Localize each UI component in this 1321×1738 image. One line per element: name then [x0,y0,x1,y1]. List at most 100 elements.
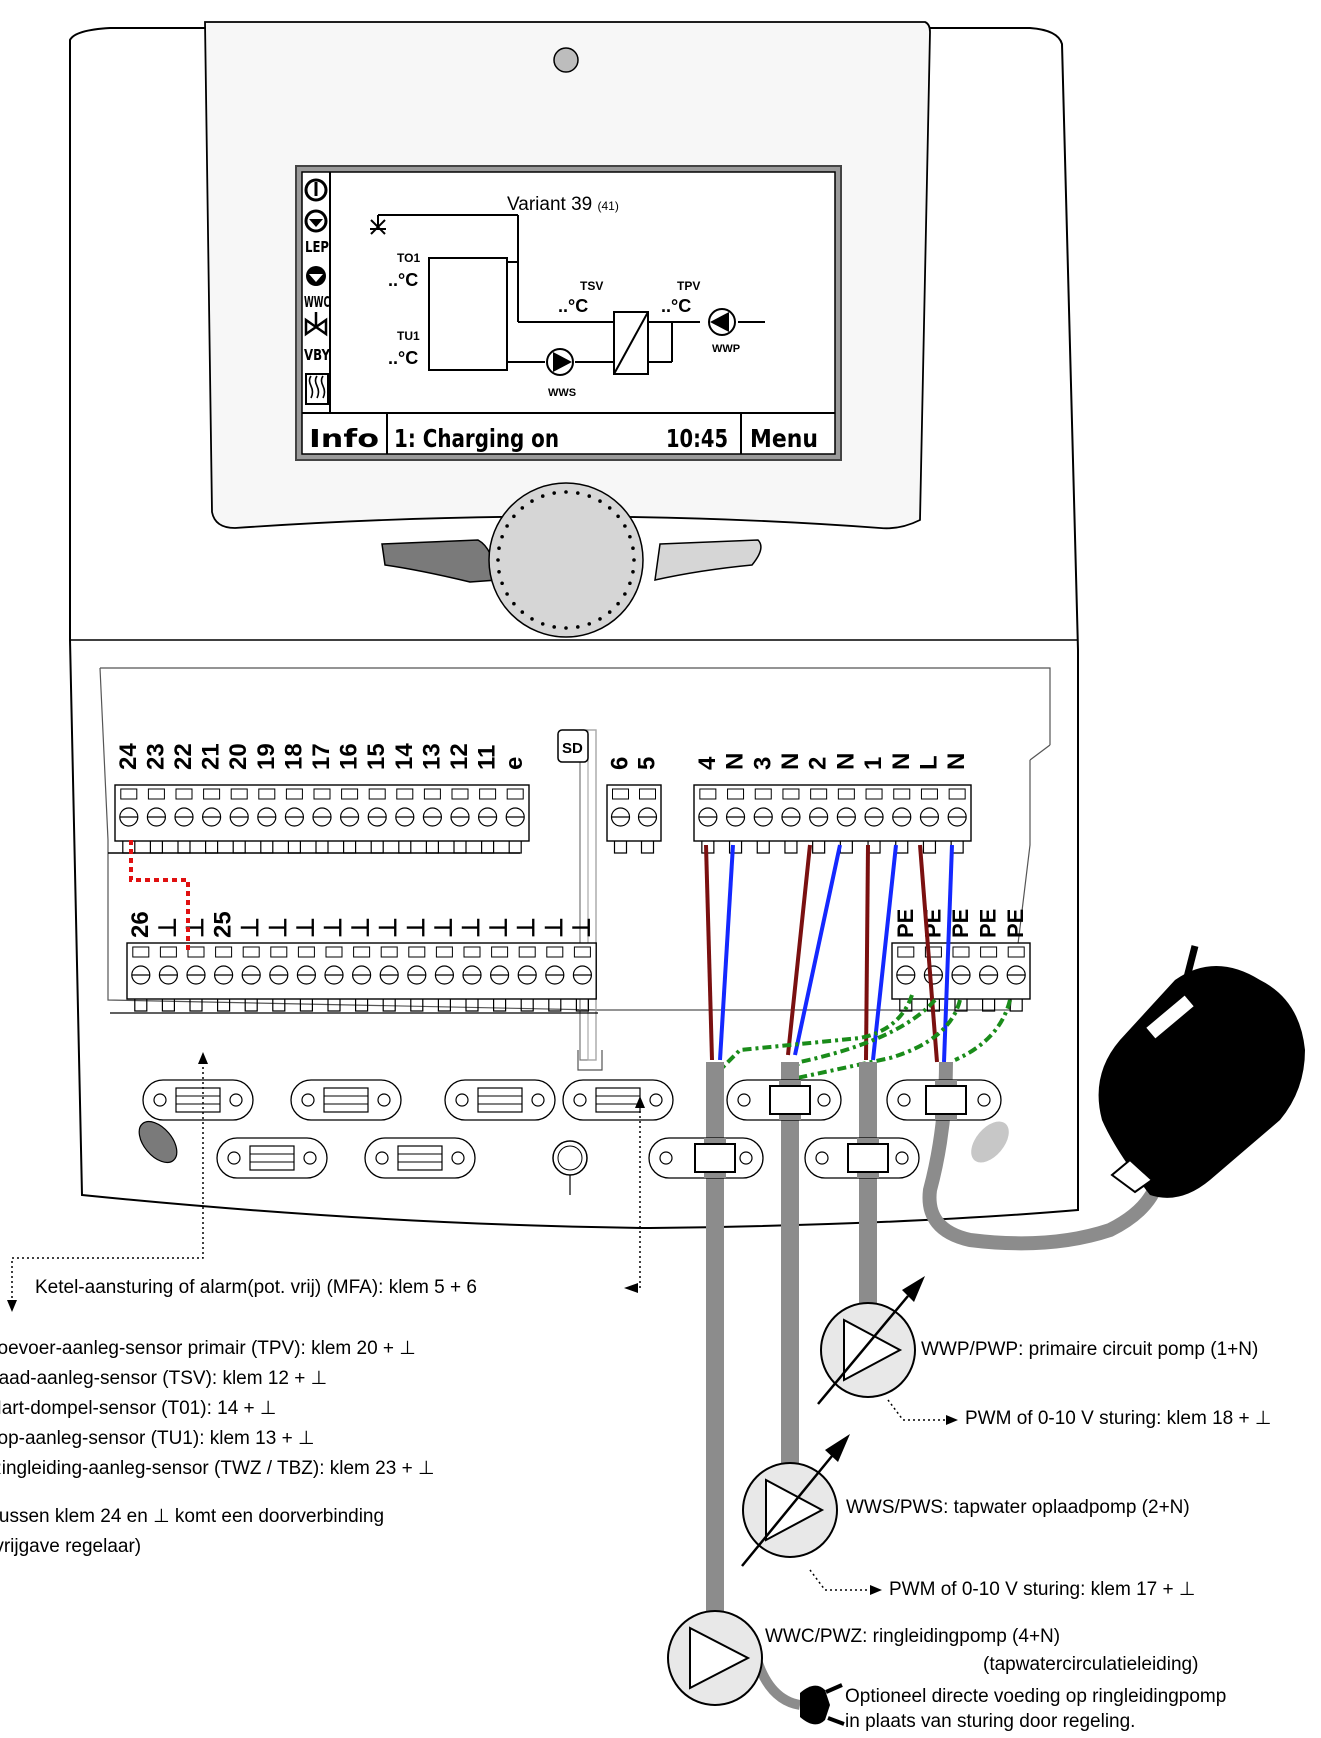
clamp-hole [895,1151,909,1165]
knob-dot [512,514,516,519]
terminal-clip [285,788,303,800]
terminal-label-9: 15 [363,743,390,770]
terminal-label-mid-0: 6 [607,757,634,770]
terminal-label-4: 20 [225,743,252,770]
terminal-leg [812,841,826,854]
terminal-label-bottom-3: 25 [210,911,237,938]
knob-dot [632,558,636,562]
sensor-tpv-value: ..°C [661,296,691,316]
terminal-leg [465,999,479,1012]
terminal-clip [1007,946,1025,958]
terminal-leg [640,841,655,854]
knob-dot [616,601,620,606]
softkey-left-button[interactable] [381,539,498,583]
wwp-annotation: WWP/PWP: primaire circuit pomp (1+N) [921,1339,1259,1360]
gland-insert [323,1087,369,1113]
terminal-leg [355,999,369,1012]
sd-card-label: SD [562,740,583,757]
softkey-right-button[interactable] [654,539,762,581]
power-wires [704,844,954,1063]
gland-insert [397,1145,443,1171]
terminal-label-pe-3: PE [976,909,1001,938]
sensor-tu1-value: ..°C [388,348,418,368]
wws-annotation: WWS/PWS: tapwater oplaadpomp (2+N) [846,1497,1190,1518]
knob-dot [631,570,635,574]
terminal-clip [924,946,942,958]
terminal-clip [258,788,276,800]
clamp-hole [659,1151,673,1165]
knob-dot [598,499,602,503]
terminal-label-right-1: N [722,753,749,770]
terminal-label-pe-2: PE [948,909,973,938]
terminal-leg [382,999,396,1012]
terminal-label-bottom-9: ⊥ [375,917,402,938]
terminal-leg [272,999,286,1012]
terminal-clip [546,946,564,958]
sensor-annotation-twz: Ringleiding-aanleg-sensor (TWZ / TBZ): k… [0,1458,435,1479]
terminal-leg [437,999,451,1012]
terminal-clip [297,946,315,958]
cable-clamps [648,1079,1002,1179]
terminal-clip [380,946,398,958]
terminal-label-bottom-14: ⊥ [513,917,540,938]
terminal-labels-bottom-left: 26⊥⊥25⊥⊥⊥⊥⊥⊥⊥⊥⊥⊥⊥⊥⊥ [127,911,596,938]
terminal-label-bottom-0: 26 [127,911,154,938]
clamp-hole [897,1093,911,1107]
gland-hole [377,1093,391,1107]
terminal-leg [728,841,743,854]
terminal-label-bottom-6: ⊥ [292,917,319,938]
knob-dot [512,601,516,606]
terminal-blocks [108,784,1031,1014]
rotary-knob[interactable] [488,482,644,638]
terminal-label-bottom-7: ⊥ [320,917,347,938]
knob-dot [598,617,602,621]
terminal-label-bottom-12: ⊥ [458,917,485,938]
terminal-leg [134,999,148,1012]
clamp-block [925,1085,967,1115]
gland-hole [301,1093,315,1107]
knob-dot [576,625,580,629]
knob-dot [607,610,612,614]
clamp-hole [737,1093,751,1107]
terminal-label-8: 16 [336,743,363,770]
terminal-label-7: 17 [308,743,335,770]
wws-pwm-annotation: PWM of 0-10 V sturing: klem 17 + ⊥ [889,1579,1196,1600]
gland-hole [573,1093,587,1107]
sd-card-slot [557,729,589,763]
terminal-leg [493,999,507,1012]
terminal-label-bottom-15: ⊥ [541,917,568,938]
terminal-clip [313,788,331,800]
terminal-label-right-8: L [915,755,942,770]
cable-glands [142,1079,674,1179]
terminal-clip [479,788,497,800]
terminal-label-bottom-4: ⊥ [237,917,264,938]
knob-dot [576,491,580,495]
sensor-tpv-label: TPV [677,279,700,293]
clamp-hole [817,1093,831,1107]
terminal-label-14: e [501,757,528,770]
knob-dot [616,514,620,519]
clamp-block [694,1143,736,1173]
terminal-clip [270,946,288,958]
terminal-clip [980,946,998,958]
knob-dot [631,546,635,550]
knob-dot [607,506,612,510]
gland-insert [175,1087,221,1113]
mains-plug-icon [1098,945,1305,1198]
terminal-label-6: 18 [280,743,307,770]
gland-hole [229,1093,243,1107]
terminal-clip [573,946,591,958]
pump-wws-lcd-label: WWS [548,387,576,399]
sensor-tsv-value: ..°C [558,296,588,316]
softkey-menu-label: Menu [750,424,818,453]
terminal-clip [242,946,260,958]
terminal-clip [920,788,938,800]
lcd-side-label-wwc: WWC [304,293,330,311]
knob-dot [587,622,592,626]
gland-hole [531,1093,545,1107]
knob-dot [520,610,525,614]
